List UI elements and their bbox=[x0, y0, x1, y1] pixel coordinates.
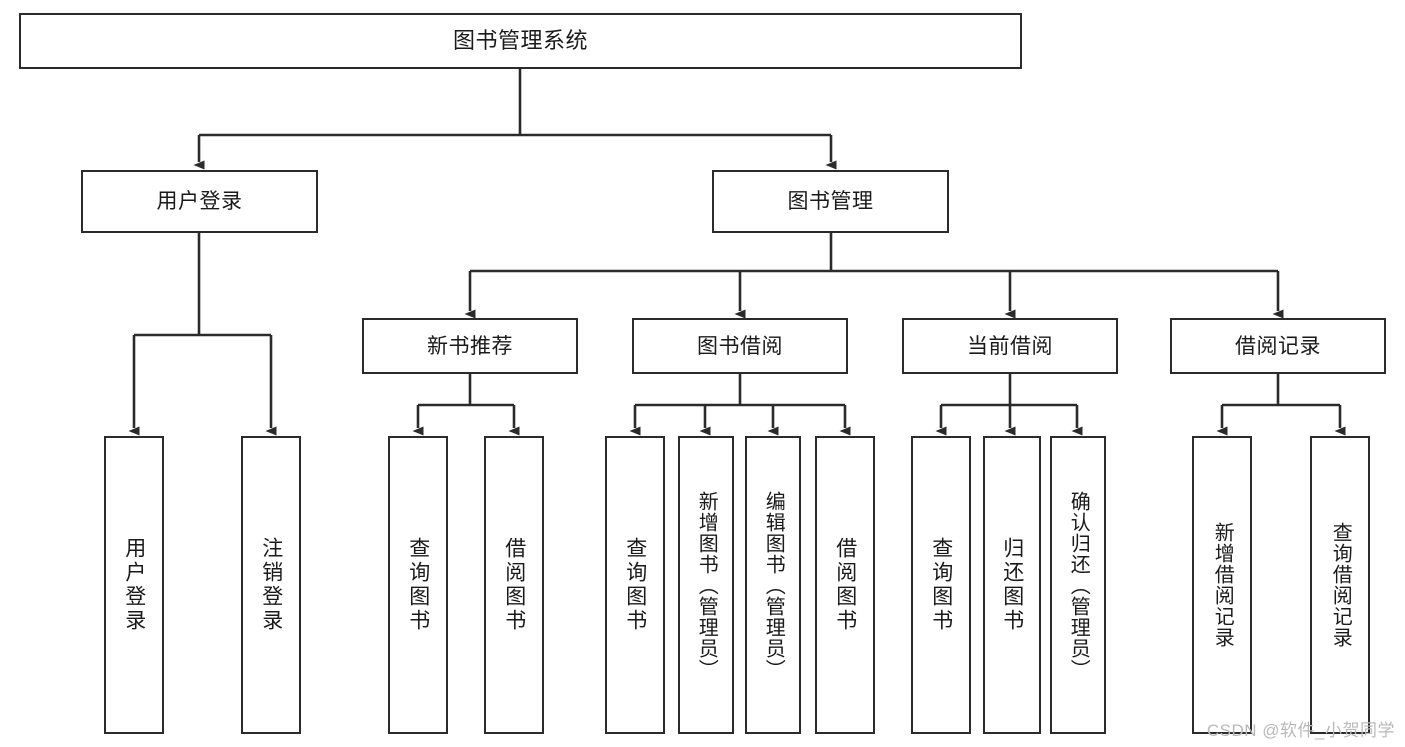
node-user-login[interactable]: 用户登录 bbox=[81, 170, 318, 233]
node-label: 当前借阅 bbox=[967, 334, 1053, 358]
node-label: 借阅记录 bbox=[1235, 334, 1321, 358]
node-book-manage[interactable]: 图书管理 bbox=[712, 170, 949, 233]
node-current-borrow[interactable]: 当前借阅 bbox=[902, 318, 1118, 374]
leaf-query-book-recommend[interactable]: 查询图书 bbox=[388, 436, 448, 734]
node-label: 图书借阅 bbox=[697, 334, 783, 358]
node-label: 查询借阅记录 bbox=[1329, 522, 1352, 648]
node-book-borrow[interactable]: 图书借阅 bbox=[632, 318, 848, 374]
leaf-confirm-return-admin[interactable]: 确认归还（管理员） bbox=[1050, 436, 1106, 734]
leaf-borrow-book-recommend[interactable]: 借阅图书 bbox=[484, 436, 544, 734]
node-label: 确认归还（管理员） bbox=[1067, 490, 1090, 680]
node-label: 借阅图书 bbox=[502, 537, 526, 633]
leaf-add-book-admin[interactable]: 新增图书（管理员） bbox=[678, 436, 734, 734]
leaf-query-book-current[interactable]: 查询图书 bbox=[911, 436, 971, 734]
leaf-borrow-book[interactable]: 借阅图书 bbox=[815, 436, 875, 734]
node-label: 编辑图书（管理员） bbox=[762, 490, 785, 680]
node-label: 注销登录 bbox=[259, 537, 283, 633]
leaf-logout-login[interactable]: 注销登录 bbox=[241, 436, 301, 734]
node-root-system[interactable]: 图书管理系统 bbox=[19, 13, 1022, 69]
node-new-book-recommend[interactable]: 新书推荐 bbox=[362, 318, 578, 374]
leaf-add-borrow-record[interactable]: 新增借阅记录 bbox=[1192, 436, 1252, 734]
node-label: 新增图书（管理员） bbox=[695, 490, 718, 680]
node-label: 新增借阅记录 bbox=[1211, 522, 1234, 648]
leaf-query-borrow-record[interactable]: 查询借阅记录 bbox=[1310, 436, 1370, 734]
watermark-text: CSDN @软件_小贺同学 bbox=[1206, 721, 1395, 740]
node-label: 图书管理 bbox=[787, 190, 874, 213]
leaf-query-book-borrow[interactable]: 查询图书 bbox=[605, 436, 665, 734]
leaf-edit-book-admin[interactable]: 编辑图书（管理员） bbox=[745, 436, 801, 734]
node-label: 归还图书 bbox=[1000, 537, 1024, 633]
leaf-user-login[interactable]: 用户登录 bbox=[104, 436, 164, 734]
node-label: 新书推荐 bbox=[427, 334, 513, 358]
node-borrow-record[interactable]: 借阅记录 bbox=[1170, 318, 1386, 374]
node-label: 查询图书 bbox=[929, 537, 953, 633]
node-label: 借阅图书 bbox=[833, 537, 857, 633]
node-label: 用户登录 bbox=[156, 190, 243, 213]
node-label: 查询图书 bbox=[406, 537, 430, 633]
node-label: 用户登录 bbox=[122, 537, 146, 633]
leaf-return-book[interactable]: 归还图书 bbox=[983, 436, 1041, 734]
node-label: 图书管理系统 bbox=[452, 28, 588, 53]
node-label: 查询图书 bbox=[623, 537, 647, 633]
